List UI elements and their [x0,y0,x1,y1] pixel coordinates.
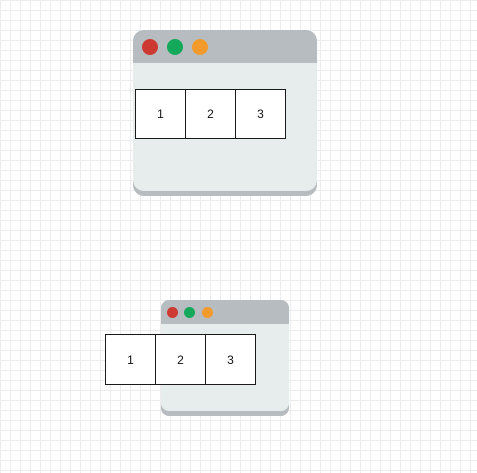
item-box: 3 [205,334,256,385]
maximize-dot-icon [192,39,208,55]
item-box: 3 [235,89,286,139]
close-dot-icon [167,307,178,318]
close-dot-icon [142,39,158,55]
item-row-large: 1 2 3 [135,89,286,139]
minimize-dot-icon [184,307,195,318]
minimize-dot-icon [167,39,183,55]
item-row-small: 1 2 3 [105,334,256,385]
item-box: 1 [105,334,156,385]
item-box: 2 [185,89,236,139]
window-titlebar [133,30,317,63]
item-box: 2 [155,334,206,385]
maximize-dot-icon [202,307,213,318]
item-box: 1 [135,89,186,139]
window-titlebar [161,300,289,324]
